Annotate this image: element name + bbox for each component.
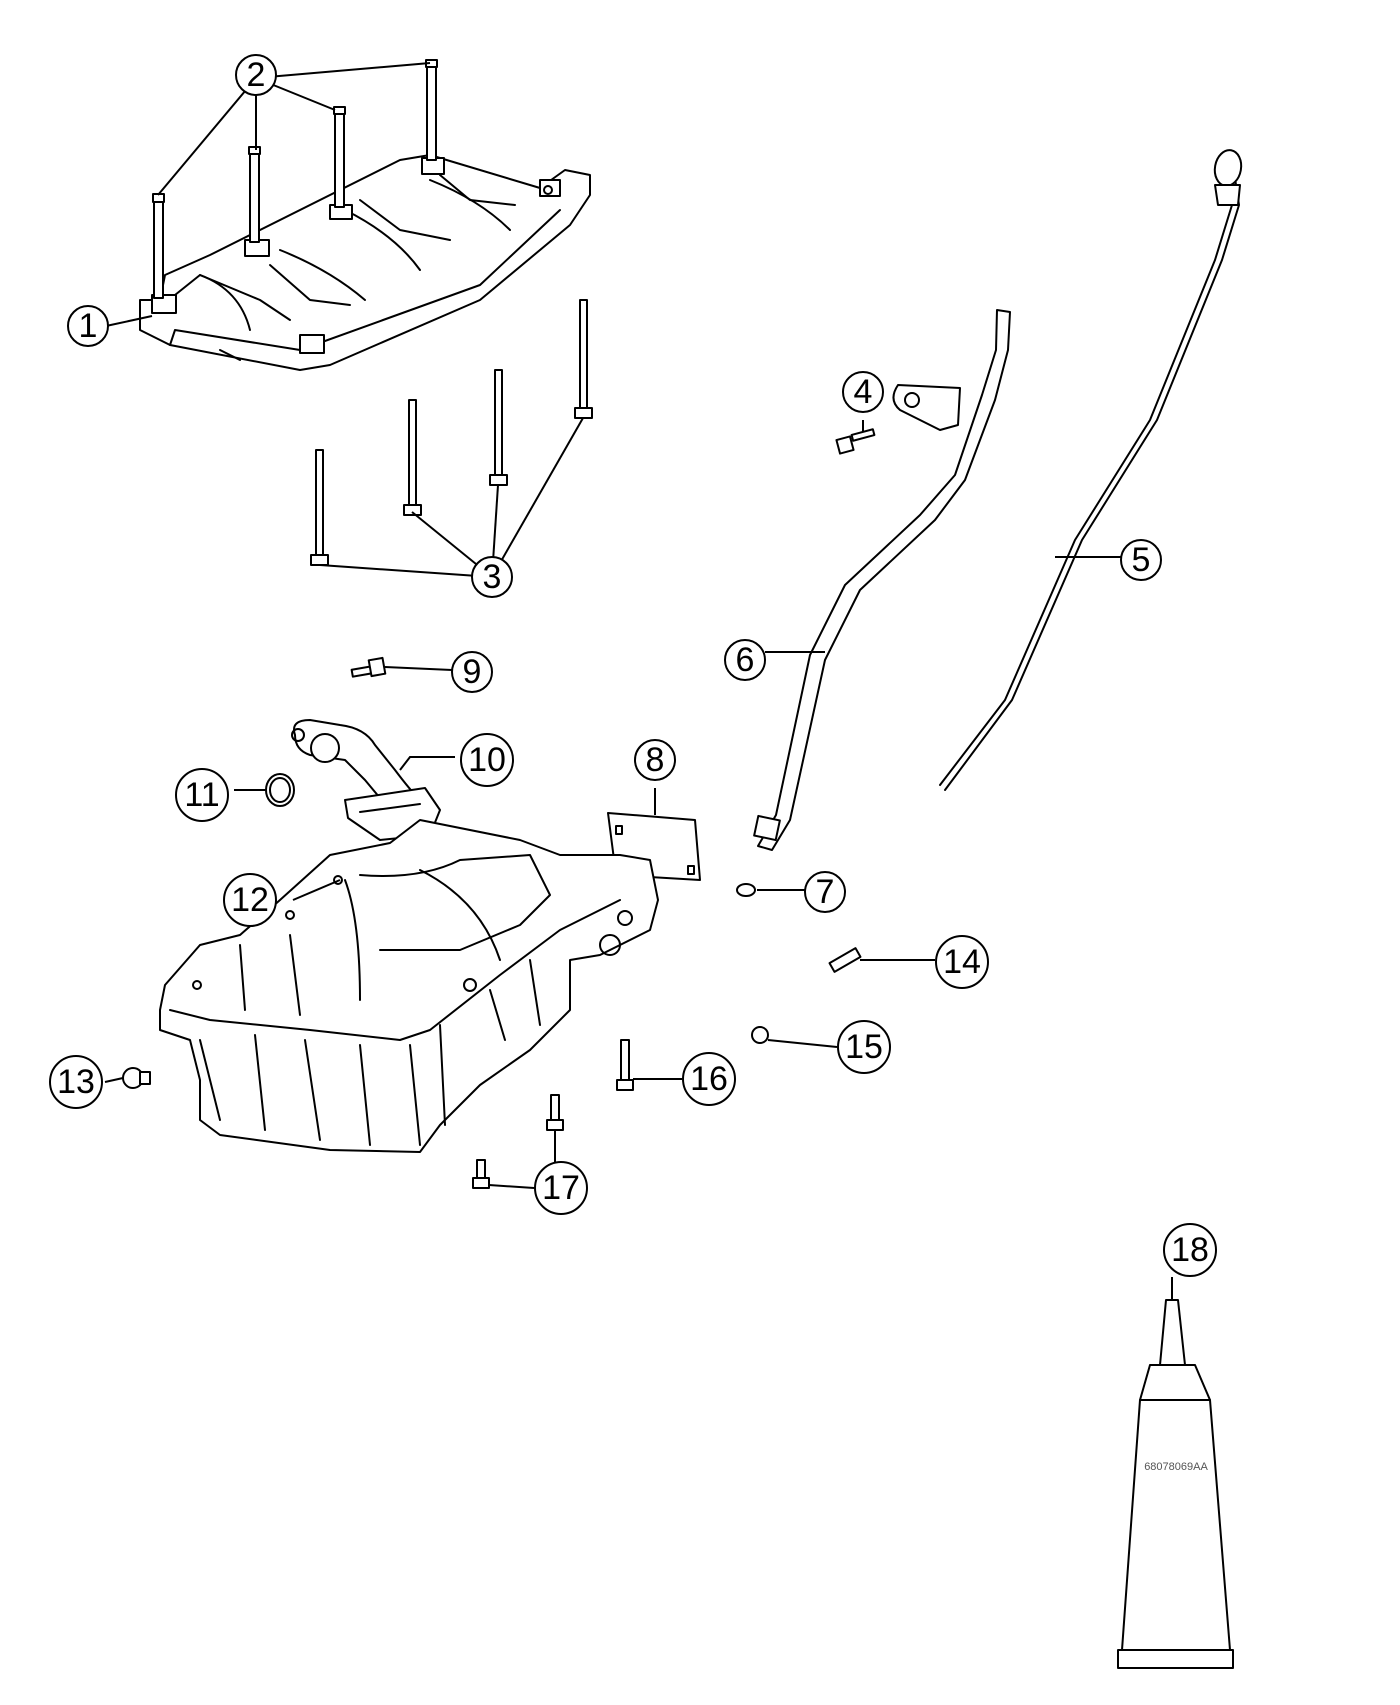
svg-text:6: 6 xyxy=(736,641,755,679)
oil-pan-nut xyxy=(751,1026,769,1044)
svg-text:10: 10 xyxy=(468,741,506,779)
callout-1: 1 xyxy=(67,305,109,347)
callout-13: 13 xyxy=(49,1055,103,1109)
svg-text:12: 12 xyxy=(231,881,269,919)
sealant-tube: 68078069AA xyxy=(1117,1299,1234,1669)
dipstick xyxy=(939,149,1243,791)
callout-5: 5 xyxy=(1120,539,1162,581)
tube-bracket-bolt xyxy=(835,428,876,455)
svg-text:2: 2 xyxy=(247,56,266,94)
callout-8: 8 xyxy=(634,739,676,781)
callout-15: 15 xyxy=(837,1020,891,1074)
bedplate-stud-bolts xyxy=(152,59,438,299)
oil-pan-stud xyxy=(616,1039,634,1091)
svg-text:3: 3 xyxy=(483,558,502,596)
drain-plug xyxy=(122,1067,151,1089)
svg-text:5: 5 xyxy=(1132,541,1151,579)
svg-text:18: 18 xyxy=(1171,1231,1209,1269)
svg-text:1: 1 xyxy=(79,307,98,345)
dipstick-tube xyxy=(753,309,1011,851)
sealant-part-number: 68078069AA xyxy=(1144,1461,1208,1473)
svg-text:7: 7 xyxy=(816,873,835,911)
svg-text:15: 15 xyxy=(845,1028,883,1066)
bedplate-part xyxy=(139,154,591,371)
callout-12: 12 xyxy=(223,873,277,927)
svg-text:14: 14 xyxy=(943,943,981,981)
pickup-tube-bolt xyxy=(350,656,387,678)
dowel-pin xyxy=(828,947,862,973)
callout-14: 14 xyxy=(935,935,989,989)
svg-text:11: 11 xyxy=(184,776,219,814)
bedplate-bolts xyxy=(310,299,593,566)
callout-3: 3 xyxy=(471,556,513,598)
callout-11: 11 xyxy=(175,768,229,822)
callout-7: 7 xyxy=(804,871,846,913)
svg-text:4: 4 xyxy=(854,373,873,411)
callout-10: 10 xyxy=(460,733,514,787)
callout-2: 2 xyxy=(235,54,277,96)
oil-pan xyxy=(159,819,659,1153)
callout-4: 4 xyxy=(842,371,884,413)
callout-17: 17 xyxy=(534,1161,588,1215)
svg-text:16: 16 xyxy=(690,1060,728,1098)
o-ring xyxy=(736,883,756,897)
oil-pan-bolts xyxy=(472,1094,564,1189)
svg-text:17: 17 xyxy=(542,1169,580,1207)
callout-6: 6 xyxy=(724,639,766,681)
callout-9: 9 xyxy=(451,651,493,693)
callout-18: 18 xyxy=(1163,1223,1217,1277)
callout-16: 16 xyxy=(682,1052,736,1106)
svg-text:9: 9 xyxy=(463,653,482,691)
svg-text:13: 13 xyxy=(57,1063,95,1101)
svg-text:8: 8 xyxy=(646,741,665,779)
